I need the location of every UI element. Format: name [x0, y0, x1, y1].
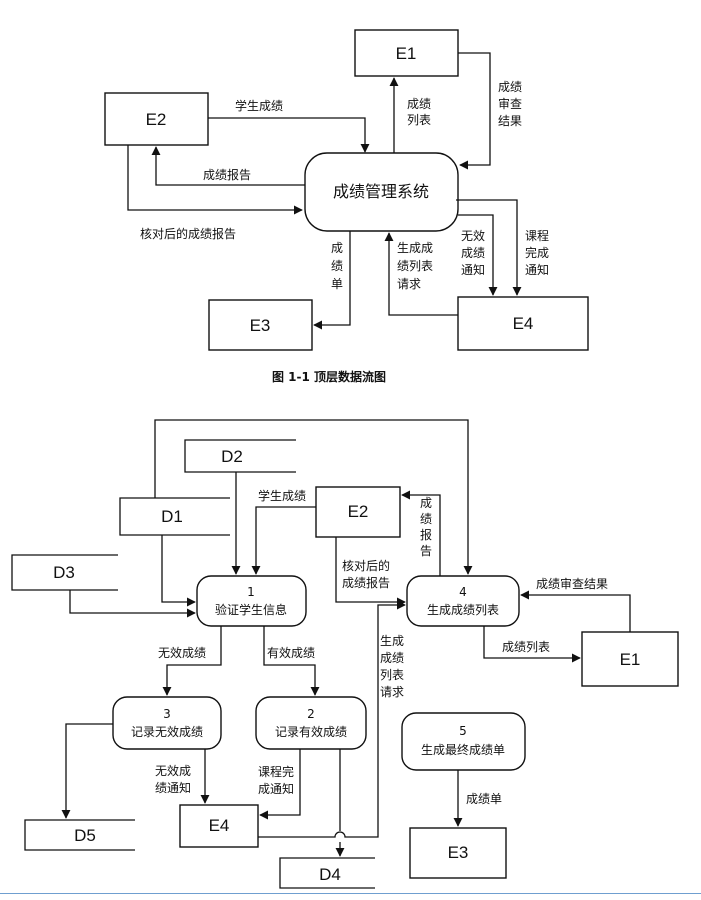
top-entity-e3 [208, 299, 313, 351]
top-entity-e1-label: E1 [396, 44, 417, 63]
store-d3-label: D3 [53, 563, 75, 582]
flow-grade-report-label: 成 绩 报 告 [420, 496, 436, 558]
flow-gen-request-l1 [258, 600, 406, 838]
flow-review-result-l1 [520, 590, 631, 632]
flow-grade-list-l1 [483, 626, 581, 663]
flow-review-result [458, 52, 491, 170]
top-level-diagram: E1 E2 E3 E4 成绩管理系统 学生成绩 成绩报告 核对后的成绩报告 成绩… [104, 29, 589, 384]
process-4-name: 生成成绩列表 [427, 603, 499, 617]
store-d1 [119, 497, 230, 536]
top-entity-e4 [457, 296, 589, 351]
flow-d1-to-p4 [154, 419, 473, 575]
flow-review-result-label: 成绩 审查 结果 [498, 80, 526, 128]
flow-grade-report-label: 成绩报告 [203, 167, 251, 182]
flow-grade-report [151, 146, 305, 186]
process-2-number: 2 [307, 707, 315, 721]
flow-gen-request-label: 生成成 绩列表 请求 [397, 241, 437, 291]
flow-invalid-notice-label: 无效成 绩通知 [155, 763, 195, 795]
flow-grade-report-l1 [401, 490, 441, 576]
flow-verified-report [127, 145, 303, 215]
entity-e2 [315, 486, 401, 538]
flow-student-grades [208, 117, 370, 153]
flow-d1-to-p1 [161, 535, 196, 607]
top-entity-e4-label: E4 [513, 314, 534, 333]
process-2-name: 记录有效成绩 [275, 724, 347, 739]
flow-verified-report-l1 [335, 537, 406, 607]
flow-grade-sheet-label: 成 绩 单 [331, 241, 347, 291]
flow-grade-sheet-label: 成绩单 [466, 792, 502, 806]
flow-course-notice-label: 课程完 成通知 [258, 764, 298, 796]
flow-grade-list-label: 成绩 列表 [407, 97, 435, 127]
flow-e2-student-grades [251, 506, 316, 575]
flow-gen-request [384, 232, 458, 316]
process-1 [196, 575, 307, 627]
store-d3 [11, 554, 118, 591]
flow-p3-to-d5 [61, 723, 113, 819]
store-d2 [184, 439, 296, 473]
flow-verified-report-label-2: 成绩报告 [342, 575, 390, 590]
flow-d3-to-p1 [69, 590, 196, 618]
top-system-process [304, 152, 459, 232]
process-3-name: 记录无效成绩 [131, 724, 203, 739]
entity-e4 [179, 804, 259, 848]
figure-caption: 图 1-1 顶层数据流图 [272, 369, 386, 384]
process-5 [401, 712, 526, 771]
entity-e3 [409, 827, 507, 879]
top-entity-e3-label: E3 [250, 316, 271, 335]
level-one-diagram: D2 D1 D3 D5 D4 E2 E1 E4 E3 1 验证学生信息 4 生成… [11, 419, 679, 889]
store-d4 [279, 857, 375, 889]
process-4-number: 4 [459, 585, 467, 599]
entity-e2-label: E2 [348, 502, 369, 521]
store-d5 [24, 819, 135, 851]
process-2 [255, 696, 367, 750]
top-entity-e1 [354, 29, 459, 77]
process-1-name: 验证学生信息 [215, 602, 287, 617]
flow-verified-report-label-1: 核对后的 [342, 558, 390, 573]
flow-verified-report-label: 核对后的成绩报告 [140, 226, 236, 241]
flow-review-result-label: 成绩审查结果 [536, 576, 608, 591]
flow-course-notice [456, 199, 522, 296]
flow-student-grades-label: 学生成绩 [235, 98, 283, 113]
flow-grade-list-label: 成绩列表 [502, 640, 550, 654]
top-entity-e2-label: E2 [146, 110, 167, 129]
store-d4-label: D4 [319, 865, 341, 884]
store-d1-label: D1 [161, 507, 183, 526]
flow-invalid-notice [458, 214, 498, 296]
entity-e1-label: E1 [620, 650, 641, 669]
flow-valid-grades [263, 626, 320, 696]
top-entity-e2 [104, 92, 209, 146]
flow-grade-sheet [313, 231, 351, 330]
entity-e3-label: E3 [448, 843, 469, 862]
bottom-divider [0, 893, 701, 894]
process-4 [406, 575, 520, 627]
flow-course-notice-l1 [259, 749, 301, 820]
store-d5-label: D5 [74, 826, 96, 845]
process-3 [112, 696, 222, 750]
store-d2-label: D2 [221, 447, 243, 466]
flow-invalid-notice-label: 无效 成绩 通知 [461, 228, 489, 277]
flow-e2-student-grades-label: 学生成绩 [258, 488, 306, 503]
top-system-label: 成绩管理系统 [333, 182, 429, 201]
process-5-number: 5 [459, 724, 467, 738]
flow-valid-grades-label: 有效成绩 [267, 645, 315, 660]
flow-course-notice-label: 课程 完成 通知 [525, 228, 553, 277]
process-5-name: 生成最终成绩单 [421, 742, 505, 757]
flow-invalid-grades-label: 无效成绩 [158, 645, 206, 660]
flow-gen-request-label: 生成 成绩 列表 请求 [380, 634, 408, 699]
process-3-number: 3 [163, 707, 171, 721]
process-1-number: 1 [247, 585, 255, 599]
entity-e4-label: E4 [209, 816, 230, 835]
flow-invalid-grades [162, 626, 222, 696]
entity-e1 [581, 631, 679, 687]
